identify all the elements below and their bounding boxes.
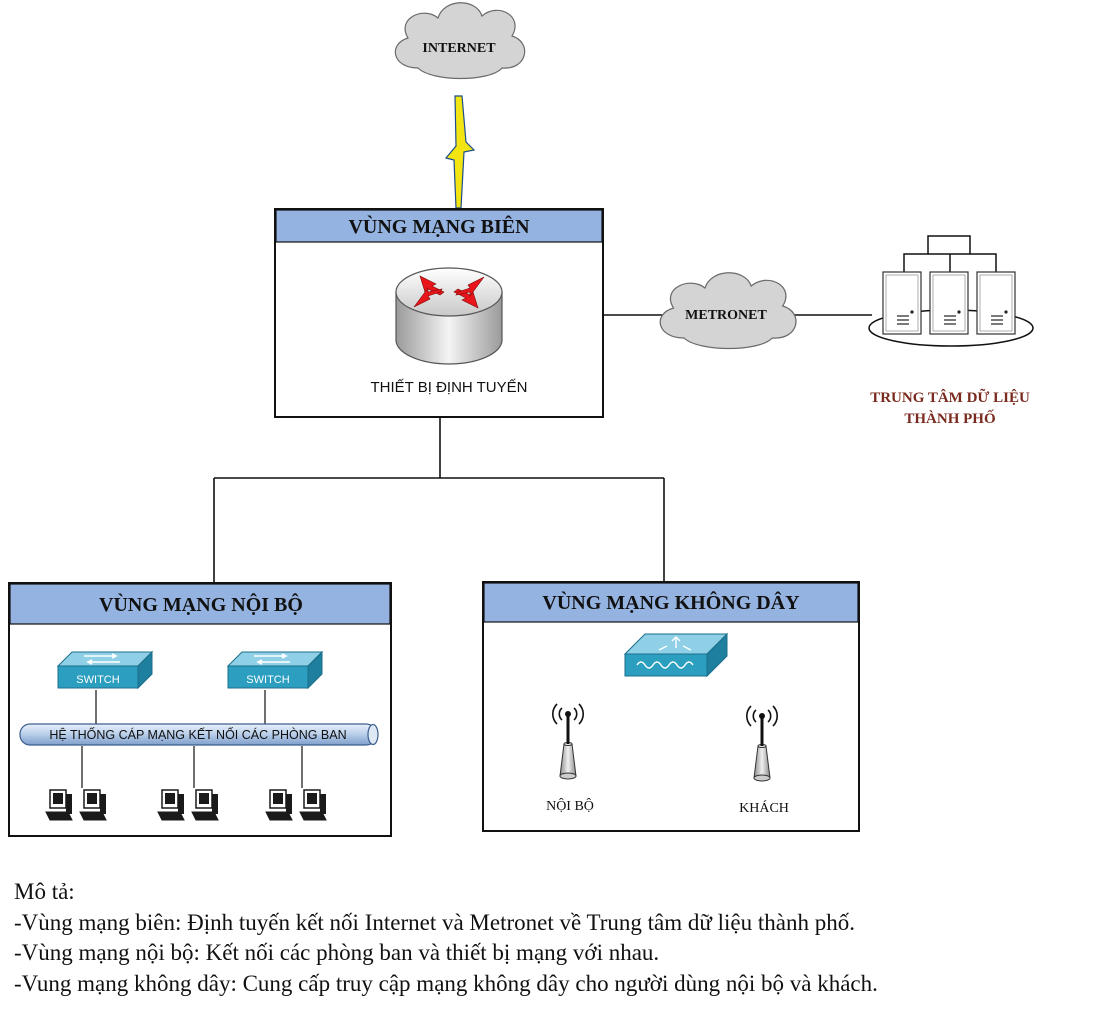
wireless-zone: VÙNG MẠNG KHÔNG DÂY NỘI BỘ KHÁCH — [482, 581, 860, 832]
metronet-label: METRONET — [685, 308, 767, 323]
edge-zone: VÙNG MẠNG BIÊN THIẾT BỊ ĐỊNH TUYẾN — [274, 208, 604, 418]
description-line: -Vung mạng không dây: Cung cấp truy cập … — [14, 970, 878, 996]
edge-zone-header — [275, 209, 603, 243]
internal-zone: VÙNG MẠNG NỘI BỘ SWITCH SWITCH HỆ THỐNG … — [8, 582, 392, 837]
switch-label: SWITCH — [76, 674, 119, 686]
computer-icon — [45, 789, 73, 821]
computer-icon — [265, 789, 293, 821]
lightning-icon — [444, 95, 476, 209]
description-line: -Vùng mạng nội bộ: Kết nối các phòng ban… — [14, 940, 660, 965]
wireless-controller-icon — [623, 632, 729, 678]
server-icon — [976, 271, 1016, 335]
description-block: Mô tả: -Vùng mạng biên: Định tuyến kết n… — [14, 877, 1094, 999]
datacenter-label-line1: TRUNG TÂM DỮ LIỆU — [870, 388, 1030, 406]
switch-label: SWITCH — [246, 674, 289, 686]
internet-label: INTERNET — [422, 41, 496, 56]
wireless-zone-header — [483, 582, 859, 623]
datacenter-label-line2: THÀNH PHỐ — [904, 409, 995, 427]
computer-icon — [157, 789, 185, 821]
wireless-zone-box — [482, 581, 860, 832]
network-diagram: INTERNET VÙNG MẠNG BIÊN THIẾT BỊ ĐỊNH TU… — [8, 2, 1034, 837]
server-icon — [882, 271, 922, 335]
internal-zone-header — [9, 583, 391, 625]
edge-zone-title: VÙNG MẠNG BIÊN — [348, 214, 530, 238]
server-icon — [929, 271, 969, 335]
connection-lines — [213, 314, 872, 583]
router-icon — [395, 267, 503, 365]
description-line: -Vùng mạng biên: Định tuyến kết nối Inte… — [14, 909, 855, 935]
computer-icon — [299, 789, 327, 821]
description-heading: Mô tả: — [14, 879, 75, 904]
wireless-zone-title: VÙNG MẠNG KHÔNG DÂY — [542, 590, 800, 614]
router-label: THIẾT BỊ ĐỊNH TUYẾN — [371, 379, 528, 396]
ap-internal-label: NỘI BỘ — [546, 797, 594, 814]
ap-guest-label: KHÁCH — [739, 799, 789, 816]
cable-bar — [19, 723, 379, 746]
internal-zone-title: VÙNG MẠNG NỘI BỘ — [99, 592, 303, 616]
computer-icon — [191, 789, 219, 821]
datacenter-icon — [868, 235, 1034, 347]
edge-zone-box — [274, 208, 604, 418]
computer-icon — [79, 789, 107, 821]
cable-label: HỆ THỐNG CÁP MẠNG KẾT NỐI CÁC PHÒNG BAN — [49, 727, 346, 742]
